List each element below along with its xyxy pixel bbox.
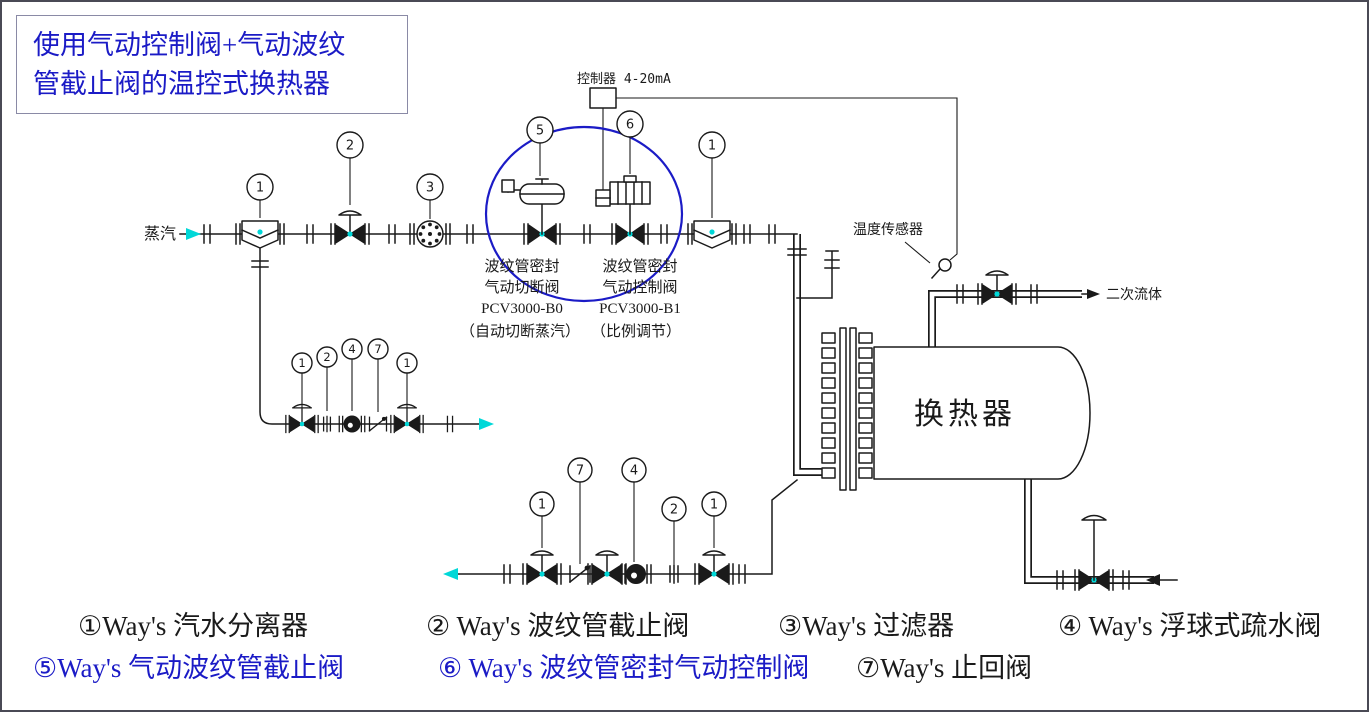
steam-water-separator-1 [235,220,285,249]
temp-sensor-label: 温度传感器 [853,221,923,238]
secondary-stop-valve [977,270,1017,305]
controller-wire [602,97,958,261]
temperature-sensor [904,241,952,280]
steam-riser-pipe [793,234,824,476]
marker-5: 5 [526,116,554,176]
secondary-fluid-pipe [928,290,1082,349]
bypass-outlet-arrow [479,418,494,430]
marker-1: 1 [246,173,274,218]
svg-text:气动控制阀: 气动控制阀 [602,279,677,296]
marker-2: 2 [336,131,364,205]
secondary-fluid-arrow [1081,289,1100,299]
svg-text:（自动切断蒸汽）: （自动切断蒸汽） [460,323,580,340]
secondary-fluid-label: 二次流体 [1106,287,1162,303]
svg-text:1: 1 [298,356,305,370]
svg-text:1: 1 [403,356,410,370]
svg-text:（比例调节）: （比例调节） [591,323,681,340]
controller-label: 控制器 4-20mA [577,72,671,87]
marker-1b: 1 [698,131,726,218]
svg-text:3: 3 [426,181,434,196]
marker-3: 3 [416,173,444,219]
svg-text:1: 1 [538,498,546,513]
vent-stub [787,248,840,299]
svg-text:2: 2 [346,139,354,154]
bypass-stop-valve-1 [285,403,319,434]
svg-text:4: 4 [630,464,638,479]
svg-text:6: 6 [626,118,634,133]
steam-water-separator-1b [687,220,737,249]
return-stop-valve [1074,514,1114,591]
bottom-marker-1: 1 [529,491,555,548]
legend-item-float-trap: ④ Way's 浮球式疏水阀 [1058,611,1322,641]
marker-6: 6 [616,110,644,174]
svg-text:5: 5 [536,124,544,139]
bypass-marker-7: 7 [367,338,389,412]
steam-label: 蒸汽 [144,225,176,243]
bottom-float-trap-4 [620,563,652,585]
bottom-stop-valve-1 [522,550,562,585]
svg-text:PCV3000-B0: PCV3000-B0 [481,301,563,317]
condensate-return-pipe [1024,477,1154,584]
legend-item-bellows-valve: ② Way's 波纹管截止阀 [426,611,690,641]
bottom-marker-1b: 1 [701,491,727,548]
svg-text:4: 4 [348,342,355,356]
svg-text:波纹管密封: 波纹管密封 [484,258,559,275]
condensate-line [457,478,799,575]
title-line-1: 使用气动控制阀+气动波纹 [33,30,346,60]
svg-text:2: 2 [323,350,330,364]
title-box: 使用气动控制阀+气动波纹 管截止阀的温控式换热器 [16,15,408,114]
heat-exchanger-label: 换热器 [914,398,1016,431]
title-line-2: 管截止阀的温控式换热器 [33,69,330,100]
svg-text:1: 1 [710,498,718,513]
return-inlet-arrow [1146,574,1178,586]
bypass-marker-1: 1 [291,352,313,408]
svg-text:PCV3000-B1: PCV3000-B1 [599,301,681,317]
bypass-float-trap-4 [338,415,366,433]
bypass-stop-valve-1b [390,403,424,434]
bottom-marker-7: 7 [567,457,593,564]
legend-item-strainer: ③Way's 过滤器 [778,611,955,641]
controller-box [589,87,617,109]
legend-item-pneumatic-bellows-valve: ⑤Way's 气动波纹管截止阀 [33,653,345,683]
separator-drain-line [251,247,480,425]
legend-item-pneumatic-control-valve: ⑥ Way's 波纹管密封气动控制阀 [438,653,810,683]
heat-exchanger-bolts [821,332,873,479]
svg-text:气动切断阀: 气动切断阀 [484,279,559,296]
valve6-caption: 波纹管密封 气动控制阀 PCV3000-B1 （比例调节） [591,258,681,340]
legend-item-check-valve: ⑦Way's 止回阀 [856,653,1033,683]
valve5-caption: 波纹管密封 气动切断阀 PCV3000-B0 （自动切断蒸汽） [460,258,580,340]
svg-text:1: 1 [256,181,264,196]
bypass-marker-2: 2 [316,346,338,411]
bottom-marker-2: 2 [661,496,687,564]
svg-text:1: 1 [708,139,716,154]
svg-text:2: 2 [670,503,678,518]
svg-text:7: 7 [374,342,381,356]
svg-text:7: 7 [576,464,584,479]
svg-text:波纹管密封: 波纹管密封 [602,258,677,275]
condensate-outlet-arrow [443,568,458,580]
bypass-marker-4: 4 [341,338,363,411]
bottom-stop-valve-1b [694,550,734,585]
heat-exchanger-shell [873,346,1091,480]
bellows-stop-valve-2 [330,210,370,245]
steam-inlet-arrow [186,228,201,240]
heat-exchanger: 换热器 [821,327,1091,491]
highlight-ellipse [484,125,684,303]
bottom-marker-4: 4 [621,457,647,562]
legend-item-separator: ①Way's 汽水分离器 [78,611,309,641]
bypass-marker-1b: 1 [396,352,418,408]
